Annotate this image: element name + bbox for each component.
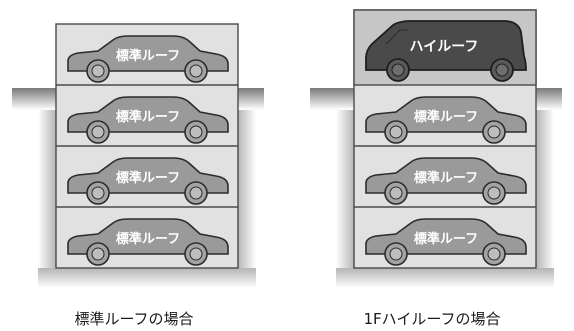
caption-high-roof: 1Fハイルーフの場合 (363, 310, 501, 328)
left-tower: 標準ルーフ 標準ルーフ 標準ルーフ 標準ルーフ (55, 23, 239, 269)
car-right-3: 標準ルーフ (365, 157, 527, 205)
car-left-3: 標準ルーフ (67, 157, 229, 205)
caption-standard-roof: 標準ルーフの場合 (74, 310, 194, 328)
car-left-1: 標準ルーフ (67, 35, 229, 83)
car-label: 標準ルーフ (414, 231, 478, 247)
car-right-4: 標準ルーフ (365, 218, 527, 266)
car-label: 標準ルーフ (116, 109, 180, 125)
car-label: ハイルーフ (410, 39, 479, 55)
car-right-1-high-roof: ハイルーフ (365, 20, 527, 82)
car-left-4: 標準ルーフ (67, 218, 229, 266)
car-label: 標準ルーフ (116, 231, 180, 247)
car-left-2: 標準ルーフ (67, 96, 229, 144)
car-label: 標準ルーフ (414, 109, 478, 125)
car-right-2: 標準ルーフ (365, 96, 527, 144)
car-label: 標準ルーフ (116, 48, 180, 64)
right-tower: ハイルーフ 標準ルーフ 標準ルーフ 標準ルーフ (353, 9, 537, 269)
car-label: 標準ルーフ (414, 170, 478, 186)
car-label: 標準ルーフ (116, 170, 180, 186)
